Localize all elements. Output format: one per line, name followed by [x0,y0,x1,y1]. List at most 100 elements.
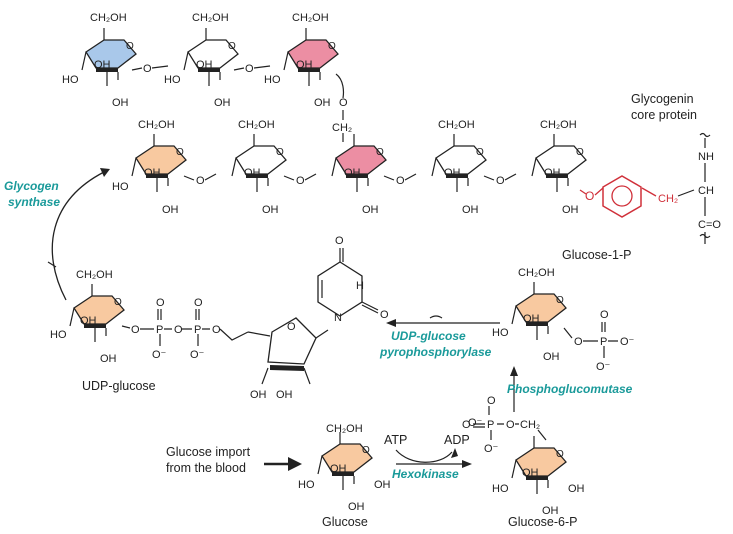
adp-label: ADP [444,433,470,447]
ch-label: CH [698,185,714,197]
oh-label: OH [262,204,279,216]
glucose6p-label: Glucose-6-P [508,515,577,529]
uracil-bonds [321,248,379,314]
ho-label: HO [164,74,181,86]
oh-label: OH [542,505,559,517]
ring-oxygen: O [228,41,236,52]
ring-front-edge [84,324,106,328]
ribose-oxygen: O [287,321,296,333]
oh-label: OH [250,389,267,401]
glucose-ring-pink-branch: O [283,28,339,86]
ho-label: HO [62,74,79,86]
oh-label: OH [462,204,479,216]
glucose-1-phosphate-molecule: O CH₂OH OH HO OH O P O⁻ O O⁻ [492,267,635,373]
oh-label: OH [374,479,391,491]
oh-label: OH [144,167,161,179]
glycosidic-oxygen: O [196,175,205,187]
ring-oxygen: O [114,297,122,308]
phosphate-bonds [473,406,547,441]
benzene-ring [602,175,642,218]
oxygen-label: O [506,419,515,431]
glucose-6-phosphate-molecule: O OH HO OH OH O⁻ O P O CH₂ O O⁻ Glucose-… [462,395,585,529]
oh-label: OH [214,97,231,109]
uracil-nh: H [356,280,364,292]
ring-oxygen: O [176,147,184,158]
glucose-ring-peach: O [69,284,125,342]
glycosidic-bonds [183,173,517,181]
oh-label: OH [296,59,313,71]
oxygen-label: O [156,297,165,309]
ring-substituent-bonds [511,436,549,494]
ring-front-edge [146,174,168,178]
uracil-ring [317,261,363,317]
oh-label: OH [244,167,261,179]
oh-label: OH [94,59,111,71]
ch2oh-label: CH₂OH [138,119,175,131]
ring-substituent-bonds [317,432,355,490]
udp-glucose-molecule: O CH₂OH OH HO OH O P O P O O O O⁻ O⁻ UDP… [50,235,389,401]
backbone-break-marks [699,132,711,239]
oh-label: OH [314,97,331,109]
ho-label: HO [298,479,315,491]
ch2oh-label: CH₂OH [90,12,127,24]
o-minus-label: O⁻ [190,349,205,361]
oh-label: OH [162,204,179,216]
hexokinase-step: ATP ADP Hexokinase [384,433,472,481]
phosphorus-label: P [194,324,201,336]
atp-label: ATP [384,433,407,447]
ring-substituent-bonds [183,28,221,86]
arrow-head [462,460,472,468]
uracil-oxygen: O [380,309,389,321]
ho-label: HO [50,329,67,341]
ch2-label: CH₂ [332,122,352,134]
ring-oxygen: O [362,445,370,456]
ch2-label: CH₂ [520,419,540,431]
oh-label: OH [522,467,539,479]
o-minus-label: O⁻ [152,349,167,361]
udp-glucose-pyrophosphorylase-step: UDP-glucose pyrophosphorylase [379,315,500,359]
ribose-bonds [247,329,329,385]
atp-adp-arrow [395,449,453,463]
glycosidic-bonds [131,65,345,99]
ring-oxygen: O [328,41,336,52]
oh-label: OH [362,204,379,216]
o-minus-label: O⁻ [468,417,483,429]
ring-oxygen: O [576,147,584,158]
ring-front-edge [526,322,548,326]
ch2oh-label: CH₂OH [192,12,229,24]
glucose-ring-white: O [531,134,587,192]
oxygen-label: O [194,297,203,309]
oh-label: OH [276,389,293,401]
oxygen-label: O [487,395,496,407]
phosphate-bonds [563,322,618,358]
o-minus-label: O⁻ [484,443,499,455]
arrow-tick [47,261,57,268]
oh-label: OH [344,167,361,179]
glycosidic-oxygen: O [496,175,505,187]
glucose-ring-peach: O [511,282,567,340]
oh-label: OH [544,167,561,179]
glucose-ring-pink-branchpoint: O [331,134,387,192]
ring-substituent-bonds [511,282,549,340]
oh-label: OH [444,167,461,179]
o-minus-label: O⁻ [620,336,635,348]
ring-oxygen: O [556,449,564,460]
ring-front-edge [346,174,368,178]
ring-front-edge [526,476,548,480]
ring-front-edge [96,68,118,72]
ring-oxygen: O [376,147,384,158]
oxygen-label: O [174,324,183,336]
glucose-ring-peach: O [511,436,567,494]
ring-substituent-bonds [231,134,269,192]
oh-label: OH [80,315,97,327]
ho-label: HO [492,483,509,495]
ring-oxygen: O [476,147,484,158]
o-minus-label: O⁻ [596,361,611,373]
ring-front-edge [446,174,468,178]
glucose-molecule: O CH₂OH OH HO OH OH Glucose [298,423,391,529]
glycogen-synthase-step: Glycogen synthase [4,168,110,301]
ch2-label: CH₂ [658,193,678,205]
oh-label: OH [562,204,579,216]
oh-label: OH [543,351,560,363]
